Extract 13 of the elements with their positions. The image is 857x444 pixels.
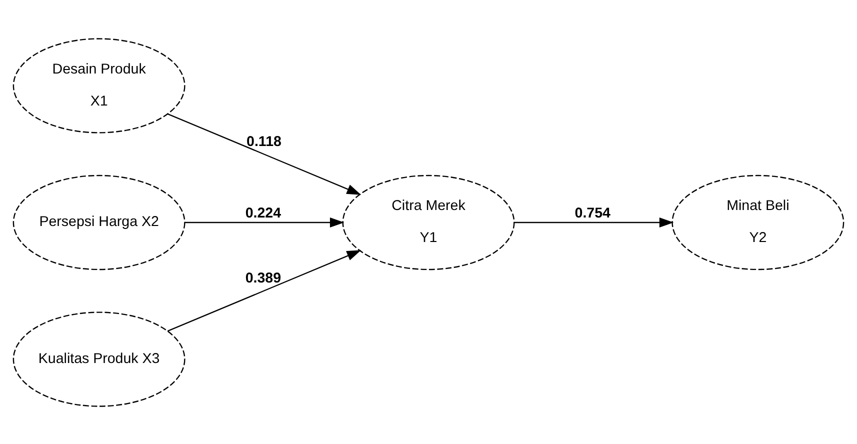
node-ellipse: Desain Produk X1 (12, 38, 186, 133)
arrow (184, 217, 344, 227)
node-ellipse: Citra Merek Y1 (342, 174, 515, 270)
arrow (514, 217, 674, 227)
node-ellipse: Kualitas Produk X3 (12, 311, 186, 406)
edge-label: 0.224 (245, 204, 282, 221)
arrow (167, 112, 362, 194)
edge-label: 0.118 (246, 133, 282, 150)
edge-label: 0.754 (574, 204, 610, 221)
arrow (167, 250, 362, 332)
node-ellipse: Minat Beli Y2 (672, 174, 844, 270)
node-ellipse: Persepsi Harga X2 (12, 174, 186, 270)
edge-label: 0.389 (245, 270, 282, 286)
